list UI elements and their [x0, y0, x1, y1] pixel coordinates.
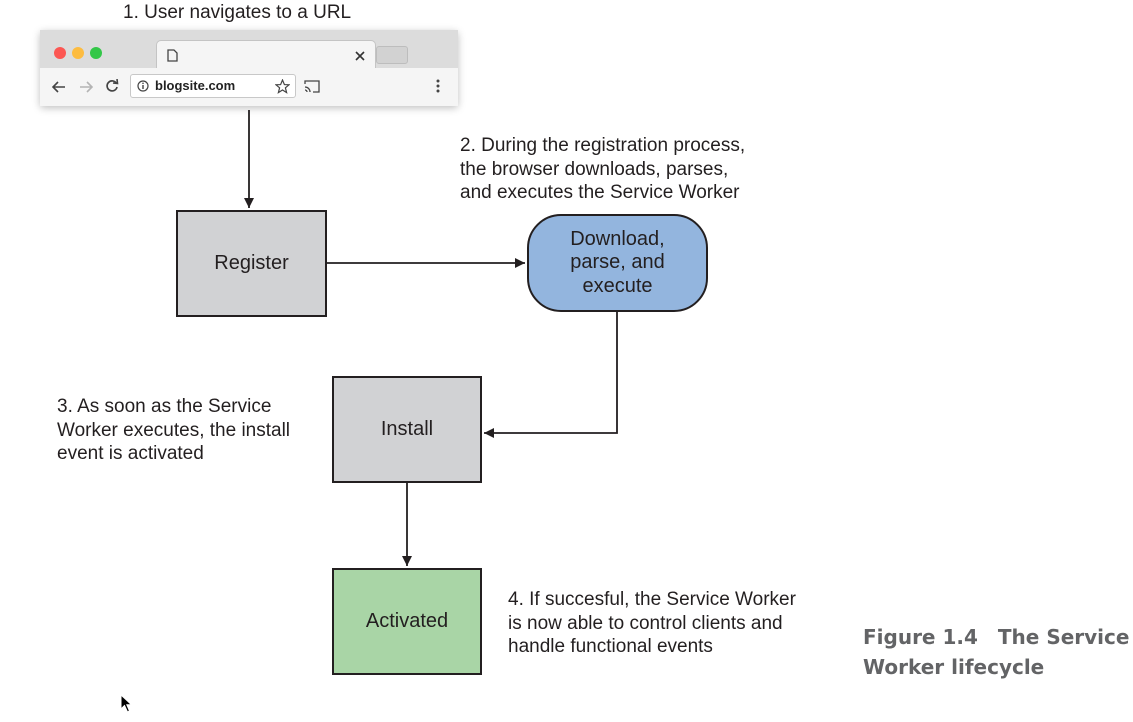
- step4-label: 4. If succesful, the Service Worker is n…: [508, 588, 796, 659]
- reload-icon[interactable]: [105, 79, 119, 93]
- step2-line: 2. During the registration process,: [460, 135, 746, 156]
- info-icon[interactable]: [137, 80, 149, 92]
- figure-title-line2: Worker lifecycle: [863, 655, 1045, 679]
- step2-line: and executes the Service Worker: [460, 182, 740, 203]
- new-tab-button[interactable]: [376, 46, 408, 64]
- figure-title-line1: The Service: [997, 625, 1130, 649]
- mouse-cursor-icon: [120, 694, 133, 713]
- download-node: Download, parse, and execute: [527, 214, 708, 312]
- activated-label: Activated: [365, 609, 449, 632]
- register-label: Register: [214, 251, 289, 274]
- step3-line: event is activated: [57, 443, 204, 464]
- close-tab-icon[interactable]: [355, 51, 365, 61]
- page-icon: [167, 49, 178, 62]
- close-dot-icon[interactable]: [54, 47, 66, 59]
- step3-line: 3. As soon as the Service: [57, 396, 272, 417]
- step2-label: 2. During the registration process, the …: [460, 134, 745, 205]
- step4-line: 4. If succesful, the Service Worker: [508, 589, 796, 610]
- tab-strip: [40, 30, 458, 71]
- step1-label: 1. User navigates to a URL: [123, 2, 352, 23]
- download-label: Download, parse, and execute: [570, 227, 665, 297]
- activated-node: Activated: [332, 568, 482, 675]
- step3-line: Worker executes, the install: [57, 419, 291, 441]
- minimize-dot-icon[interactable]: [72, 47, 84, 59]
- figure-caption: Figure 1.4 The Service Worker lifecycle: [863, 622, 1129, 682]
- figure-number: Figure 1.4: [863, 625, 978, 649]
- url-text: blogsite.com: [155, 78, 236, 93]
- forward-icon[interactable]: [79, 81, 93, 93]
- browser-window: blogsite.com: [40, 30, 458, 106]
- step4-line: handle functional events: [508, 636, 713, 657]
- menu-icon[interactable]: [436, 79, 440, 93]
- step3-label: 3. As soon as the Service Worker execute…: [57, 395, 290, 466]
- install-node: Install: [332, 376, 482, 483]
- step4-line: is now able to control clients and: [508, 612, 783, 634]
- step2-line: the browser downloads, parses,: [460, 158, 729, 180]
- register-node: Register: [176, 210, 327, 317]
- cast-icon[interactable]: [304, 80, 320, 93]
- back-icon[interactable]: [52, 81, 66, 93]
- browser-toolbar: blogsite.com: [40, 68, 458, 106]
- browser-tab[interactable]: [156, 40, 376, 71]
- star-icon[interactable]: [275, 79, 290, 94]
- install-label: Install: [380, 417, 434, 440]
- arrow-download-to-install: [484, 312, 618, 438]
- maximize-dot-icon[interactable]: [90, 47, 102, 59]
- address-bar[interactable]: blogsite.com: [130, 74, 296, 98]
